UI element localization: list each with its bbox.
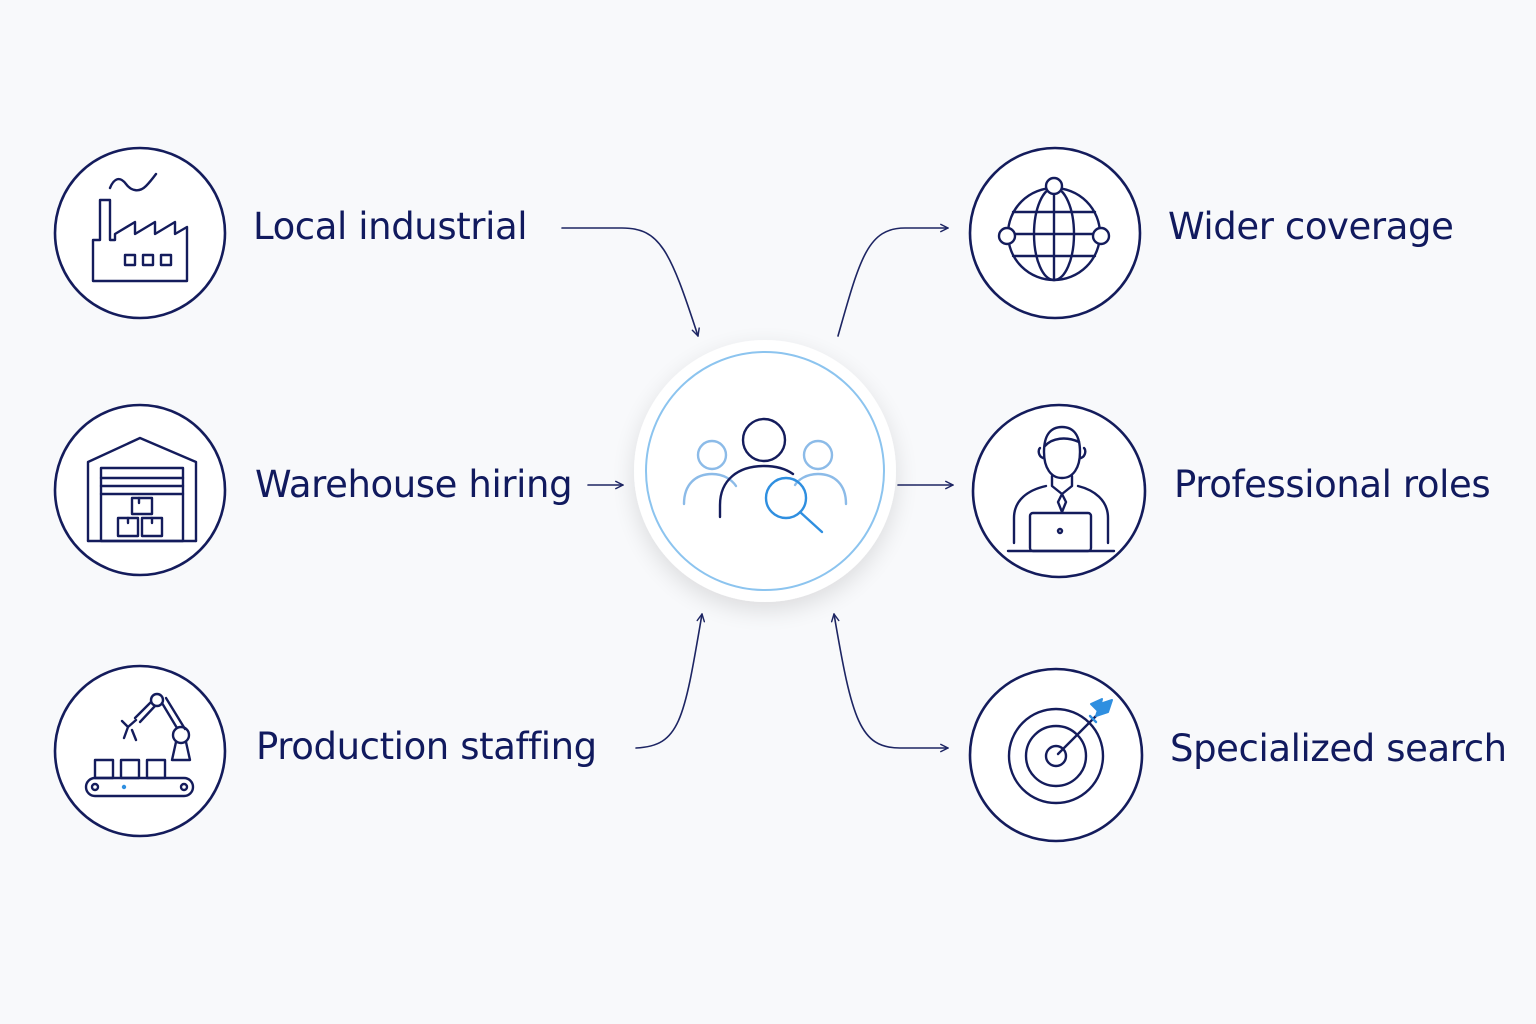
professional-laptop-icon [1006,425,1116,553]
warehouse-icon [86,436,198,543]
connector-production-staffing [635,613,706,749]
node-ring [53,664,227,838]
node-wider-coverage [968,146,1142,320]
connector-specialized-search [830,613,949,753]
node-local-industrial [53,146,227,320]
node-professional-roles [971,403,1147,579]
label-production-staffing: Production staffing [256,725,597,768]
node-production-staffing [53,664,227,838]
people-search-icon [682,417,848,534]
label-professional-roles: Professional roles [1174,463,1491,506]
node-specialized-search [968,667,1144,843]
node-ring [53,403,227,577]
label-wider-coverage: Wider coverage [1168,205,1454,248]
connector-local-industrial [561,227,700,337]
robotic-arm-conveyor-icon [84,692,195,798]
hub-node [634,340,896,602]
target-arrow-icon [1007,698,1113,805]
label-local-industrial: Local industrial [253,205,528,248]
node-ring [968,667,1144,843]
connector-wider-coverage [837,223,949,337]
factory-icon [91,172,189,283]
label-specialized-search: Specialized search [1170,727,1507,770]
hub-inner-ring [645,351,885,591]
globe-network-icon [997,176,1111,282]
node-ring [53,146,227,320]
node-warehouse-hiring [53,403,227,577]
label-warehouse-hiring: Warehouse hiring [255,463,573,506]
